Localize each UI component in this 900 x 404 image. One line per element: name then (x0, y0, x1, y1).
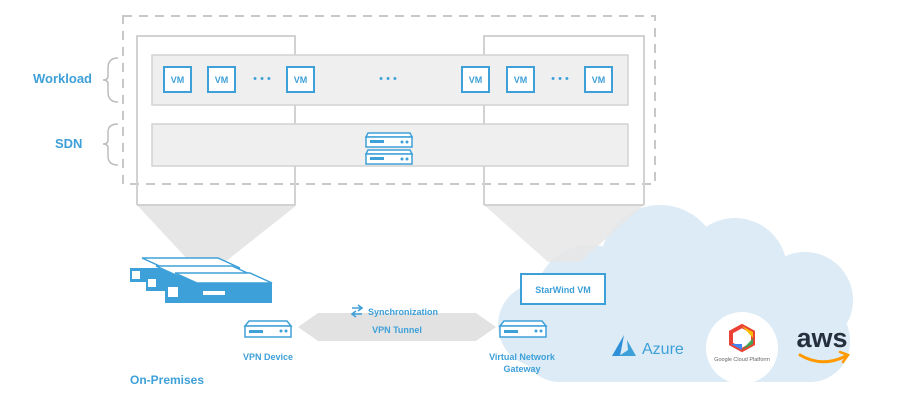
sdn-label: SDN (55, 136, 82, 151)
starwind-vm-label: StarWind VM (535, 285, 590, 295)
vm-label: VM (592, 75, 606, 85)
vm-label: VM (215, 75, 229, 85)
vm-label: VM (294, 75, 308, 85)
vm-box: VM (506, 66, 535, 93)
workload-label: Workload (33, 71, 92, 86)
vm-box: VM (207, 66, 236, 93)
network-device-icon (243, 320, 293, 338)
left-projection-cone (137, 205, 297, 262)
network-switch-icon (364, 132, 414, 165)
google-cloud-label: Google Cloud Platform (714, 357, 770, 363)
azure-label: Azure (642, 341, 684, 358)
server-rack-icon (130, 257, 273, 303)
aws-smile-icon (798, 350, 850, 364)
vm-box: VM (286, 66, 315, 93)
virtual-network-gateway-label: Virtual Network (489, 352, 556, 362)
synchronization-label: Synchronization (368, 307, 438, 317)
vpn-device-label: VPN Device (243, 352, 293, 362)
azure-logo-icon (612, 335, 636, 356)
sync-arrows-icon (350, 304, 364, 318)
left-host-frame (136, 35, 296, 205)
vpn-tunnel-label: VPN Tunnel (372, 325, 422, 335)
vm-label: VM (171, 75, 185, 85)
on-premises-label: On-Premises (130, 373, 204, 387)
vm-box: VM (461, 66, 490, 93)
vm-box: VM (163, 66, 192, 93)
right-host-frame (483, 35, 645, 205)
sdn-brace (102, 123, 119, 166)
workload-brace (102, 57, 119, 103)
vpn-tunnel-band (298, 313, 496, 341)
virtualization-boundary (122, 15, 656, 185)
google-cloud-logo-icon (729, 323, 755, 353)
vm-label: VM (469, 75, 483, 85)
right-projection-cone (484, 205, 644, 262)
aws-label: aws (796, 323, 847, 353)
virtual-network-gateway-label-line2: Gateway (503, 364, 540, 374)
vm-label: VM (514, 75, 528, 85)
ellipsis: • • • (379, 73, 397, 85)
network-device-icon (498, 320, 548, 338)
starwind-vm-box (520, 273, 606, 305)
ellipsis: • • • (551, 73, 569, 85)
vm-box: VM (584, 66, 613, 93)
ellipsis: • • • (253, 73, 271, 85)
